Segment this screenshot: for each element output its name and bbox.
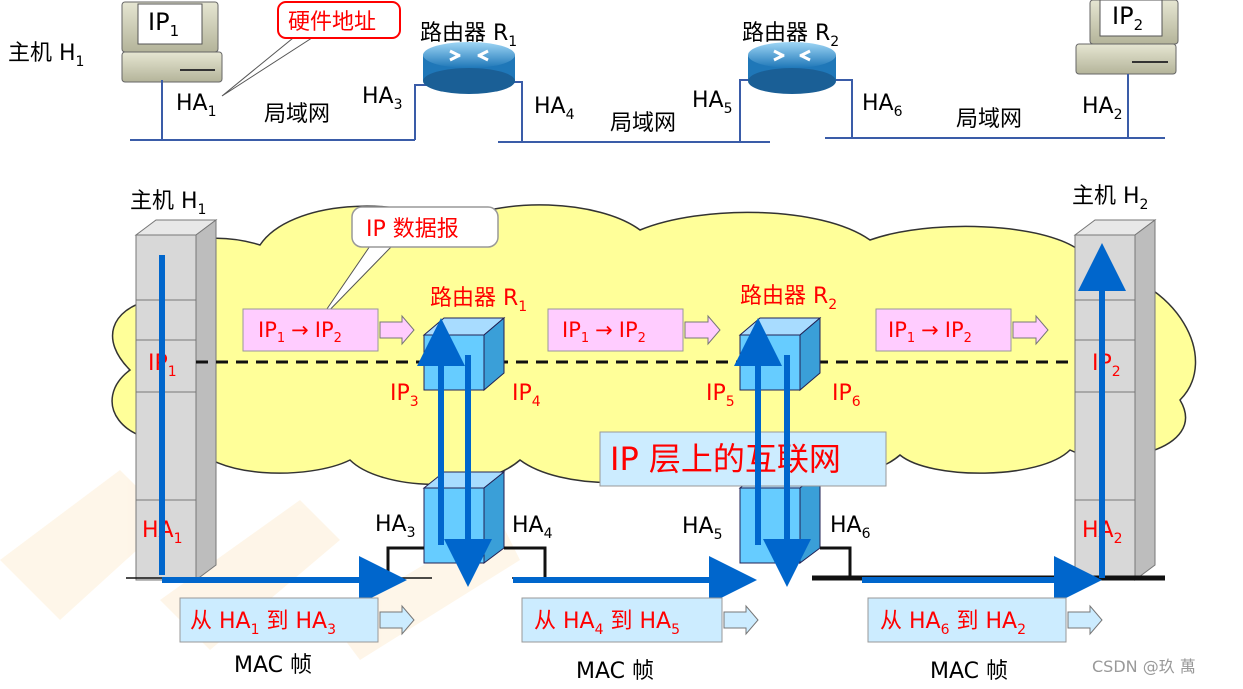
top-host1-label: 主机 H1 — [8, 41, 84, 70]
bottom-host2-label: 主机 H2 — [1072, 184, 1148, 213]
top-ip1-label: IP1 — [148, 8, 179, 40]
router2-ip5-label: IP5 — [706, 381, 735, 410]
host1-ha1-label: HA1 — [142, 518, 183, 547]
datagram-box-3 — [875, 308, 1049, 352]
mac-frame-1-text: 从 HA1 到 HA3 — [190, 609, 336, 638]
top-ha6-label: HA6 — [862, 91, 903, 120]
router1-ip3-label: IP3 — [390, 381, 419, 410]
router1-icon — [423, 42, 515, 94]
mac-frame-2-caption: MAC 帧 — [576, 659, 654, 684]
top-ip2-label: IP2 — [1112, 2, 1143, 34]
mac-frame-box-3 — [867, 597, 1103, 643]
mac-frame-3-text: 从 HA6 到 HA2 — [880, 609, 1026, 638]
router2-ip6-label: IP6 — [832, 381, 861, 410]
router2-ha5-label: HA5 — [682, 514, 723, 543]
top-ha2-label: HA2 — [1082, 94, 1123, 123]
router1-ha4-label: HA4 — [512, 513, 553, 542]
top-ha5-label: HA5 — [692, 88, 733, 117]
router2-ha6-label: HA6 — [830, 513, 871, 542]
host2-computer-icon — [1075, 0, 1179, 75]
top-lan1-label: 局域网 — [264, 102, 330, 127]
packet-flow-arrows — [159, 243, 1126, 604]
router1-ha3-label: HA3 — [375, 512, 416, 541]
router2-icon — [748, 42, 836, 94]
top-router2-label: 路由器 R2 — [742, 21, 839, 50]
datagram-3-text: IP1→IP2 — [888, 318, 972, 346]
datagram-1-text: IP1→IP2 — [258, 318, 342, 346]
mac-frame-3-caption: MAC 帧 — [930, 659, 1008, 684]
top-ha3-label: HA3 — [362, 84, 403, 113]
ip-datagram-callout — [317, 206, 499, 323]
mac-frame-box-1 — [179, 597, 415, 643]
host1-computer-icon — [121, 1, 223, 83]
bottom-router2-label: 路由器 R2 — [740, 284, 837, 313]
top-ha4-label: HA4 — [534, 94, 575, 123]
mac-frame-1-caption: MAC 帧 — [234, 653, 312, 678]
bottom-host1-label: 主机 H1 — [130, 189, 206, 218]
ip-datagram-callout-text: IP 数据报 — [366, 217, 459, 242]
host2-ha2-label: HA2 — [1082, 518, 1123, 547]
top-ha1-label: HA1 — [176, 91, 217, 120]
top-lan-lines — [130, 74, 1165, 143]
bottom-router1-label: 路由器 R1 — [430, 286, 527, 315]
ip-layer-title: IP 层上的互联网 — [610, 440, 841, 478]
datagram-box-1 — [242, 308, 415, 352]
datagram-box-2 — [547, 308, 721, 352]
datagram-2-text: IP1→IP2 — [562, 318, 646, 346]
router1-ip4-label: IP4 — [512, 381, 541, 410]
hardware-address-callout — [221, 1, 401, 97]
top-router1-label: 路由器 R1 — [420, 21, 517, 50]
csdn-watermark: CSDN @玖 萬 — [1092, 657, 1196, 676]
top-lan2-label: 局域网 — [610, 111, 676, 136]
top-lan3-label: 局域网 — [956, 107, 1022, 132]
ip-layer-title-box — [599, 431, 887, 487]
mac-frame-box-2 — [521, 597, 759, 643]
host1-protocol-stack — [134, 219, 218, 581]
mac-frame-2-text: 从 HA4 到 HA5 — [534, 609, 680, 638]
hardware-address-text: 硬件地址 — [288, 10, 376, 35]
